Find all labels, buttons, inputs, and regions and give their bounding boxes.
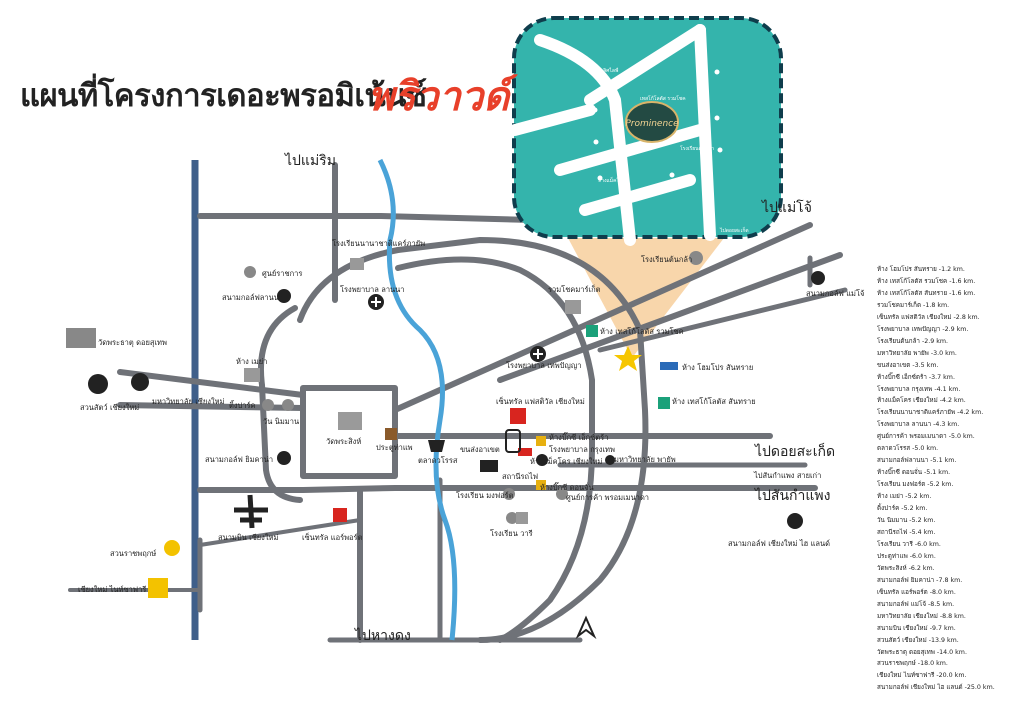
- label-ratchaphruek: สวนราชพฤกษ์: [110, 549, 156, 558]
- label-nimman: วัน นิมมาน: [263, 417, 299, 426]
- label-government-center: ศูนย์ราชการ: [262, 269, 302, 278]
- distance-item: สนามกอล์ฟ เชียงใหม่ ไฮ แลนด์ -25.0 km.: [877, 684, 995, 692]
- label-homepro-sansai: ห้าง โฮมโปร สันทราย: [682, 363, 753, 372]
- inset-logo-text: Prominence: [625, 119, 679, 129]
- ping-river: [377, 158, 458, 641]
- distance-item: เซ็นทรัล แฟสติวัล เชียงใหม่ -2.8 km.: [877, 313, 980, 321]
- distance-item: ห้าง เทสโก้โลตัส รวมโชค -1.6 km.: [877, 277, 976, 285]
- label-airport: สนามบิน เชียงใหม่: [218, 533, 278, 542]
- label-zoo: สวนสัตว์ เชียงใหม่: [80, 403, 139, 412]
- label-central-airport: เซ็นทรัล แอร์พอร์ต: [302, 532, 363, 542]
- distance-item: ประตูท่าแพ -6.0 km.: [877, 552, 936, 560]
- inset-label-tesco: เทสโก้โลตัส รวมโชค: [640, 95, 686, 102]
- distance-item: วัดพระธาตุ ดอยสุเทพ -14.0 km.: [877, 648, 967, 656]
- page-title: แผนที่โครงการเดอะพรอมิเน้นซ์: [20, 78, 427, 113]
- distance-item: สถานีรถไฟ -5.4 km.: [877, 528, 936, 536]
- label-bigc-extra: ห้างบิ๊กซี เอ็กซ์ตร้า: [549, 432, 608, 442]
- dir-north: ไปแม่ริม: [284, 152, 336, 169]
- label-tesco-ruamchok: ห้าง เทสโก้โลตัส รวมโชค: [600, 327, 684, 336]
- label-wat-phra-sing: วัดพระสิงห์: [326, 437, 361, 446]
- label-hospital-bangkok: โรงพยาบาล กรุงเทพ: [549, 445, 615, 454]
- label-hospital-thepanya: โรงพยาบาล เทพปัญญา: [506, 361, 581, 370]
- distance-item: สนามกอล์ฟ แม่โจ้ -8.5 km.: [877, 600, 955, 608]
- label-bigc-donjan: ห้างบิ๊กซี ดอนจั่น: [540, 482, 594, 492]
- distance-item: สวนราชพฤกษ์ -18.0 km.: [877, 660, 948, 668]
- distance-item: ศูนย์การค้า พรอมเมนาดา -5.0 km.: [877, 433, 975, 441]
- dir-east-upper: ไปแม่โจ้: [761, 199, 812, 216]
- label-payap: มหาวิทยาลัย พายัพ: [614, 455, 676, 464]
- landmark-markers: [66, 251, 825, 598]
- label-school-tonkla: โรงเรียนต้นกล้า: [641, 255, 692, 264]
- inset-label-2: โรงเรียนต้นกล้า: [680, 145, 714, 152]
- distance-item: โรงเรียนนานาชาติแคร์ภายัพ -4.2 km.: [877, 409, 984, 417]
- distance-item: สนามกอล์ฟลานนา -5.1 km.: [877, 457, 957, 465]
- distance-item: ขนส่งอาเขต -3.5 km.: [877, 361, 939, 369]
- label-makro: ห้างแม็คโคร เชียงใหม่: [530, 456, 602, 466]
- inset-label-4: บริษัทฮอนด้า: [596, 155, 624, 162]
- label-warorot: ตลาดวโรรส: [418, 456, 458, 465]
- distance-item: ห้างบิ๊กซี เอ็กซ์ตร้า -3.7 km.: [877, 373, 955, 381]
- distance-item: โรงเรียน มงฟอร์ต -5.2 km.: [877, 481, 954, 489]
- label-golf-lanna: สนามกอล์ฟลานนา: [222, 293, 283, 302]
- label-school-care-payap: โรงเรียนนานาชาติแคร์ภายัพ: [332, 239, 425, 248]
- label-tesco-sansai: ห้าง เทสโก้โลตัส สันทราย: [672, 397, 756, 406]
- distance-item: มหาวิทยาลัย เชียงใหม่ -8.8 km.: [877, 612, 966, 620]
- dir-south: ไปหางดง: [354, 627, 411, 644]
- label-hospital-lanna: โรงพยาบาล ลานนา: [340, 285, 405, 294]
- label-central-festival: เซ็นทรัล แฟสติวัล เชียงใหม่: [496, 396, 585, 406]
- distance-item: ติ้งปาร์ค -5.2 km.: [877, 505, 928, 513]
- dir-east-lower: ไปสันกำแพง: [754, 487, 830, 504]
- distance-item: รวมโชคมาร์เก็ต -1.8 km.: [877, 301, 950, 309]
- distance-item: สวนสัตว์ เชียงใหม่ -13.9 km.: [877, 636, 959, 644]
- distance-item: เซ็นทรัล แอร์พอร์ต -8.0 km.: [877, 588, 956, 596]
- distance-item: ห้างบิ๊กซี ดอนจั่น -5.1 km.: [877, 469, 951, 477]
- distance-item: ห้าง เทสโก้โลตัส สันทราย -1.6 km.: [877, 289, 976, 297]
- label-doi-suthep: วัดพระธาตุ ดอยสุเทพ: [98, 338, 167, 347]
- label-bus-terminal: ขนส่งอาเขต: [460, 445, 500, 454]
- label-golf-highlands: สนามกอล์ฟ เชียงใหม่ ไฮ แลนด์: [728, 539, 830, 548]
- distance-item: ตลาดวโรรส -5.0 km.: [877, 445, 939, 453]
- distance-item: วัดพระสิงห์ -6.2 km.: [877, 564, 935, 572]
- distance-item: ห้าง เมย่า -5.2 km.: [877, 493, 932, 501]
- distance-item: โรงเรียนต้นกล้า -2.9 km.: [877, 337, 949, 345]
- label-golf-maejo: สนามกอล์ฟ แม่โจ้: [806, 289, 864, 298]
- label-golf-gymkhana: สนามกอล์ฟ ยิมคาน่า: [205, 455, 273, 464]
- distance-item: โรงพยาบาล กรุงเทพ -4.1 km.: [877, 385, 961, 393]
- distance-item: สนามกอล์ฟ ยิมคาน่า -7.8 km.: [877, 576, 963, 584]
- north-arrow-icon: [575, 615, 597, 640]
- distance-item: ห้าง โฮมโปร สันทราย -1.2 km.: [877, 266, 965, 273]
- inset-label-5: ห้างแม็คโคร: [598, 176, 625, 184]
- inset-prominence-badge: [625, 101, 679, 143]
- dir-east-mid: ไปดอยสะเก็ด: [754, 442, 835, 460]
- distance-item: โรงพยาบาล เทพปัญญา -2.9 km.: [877, 325, 969, 333]
- brand-logo: พริวาวด์: [368, 74, 510, 119]
- label-sankamphaeng-old: ไปสันกำแพง สายเก่า: [753, 471, 821, 480]
- inset-label-1: บ้านเลิศไลฟ์: [592, 67, 619, 74]
- distance-item: เชียงใหม่ ไนท์ซาฟารี -20.0 km.: [877, 672, 967, 680]
- distance-item: โรงเรียน วารี -6.0 km.: [877, 540, 941, 548]
- label-tha-phae: ประตูท่าแพ: [376, 443, 413, 452]
- label-montfort: โรงเรียน มงฟอร์ต: [456, 491, 514, 500]
- distance-item: วัน นิมมาน -5.2 km.: [877, 517, 936, 525]
- label-ruamchok-market: รวมโชคมาร์เก็ต: [548, 284, 601, 294]
- inset-label-3: ไปดอยสะเก็ด: [719, 226, 749, 234]
- distance-item: สนามบิน เชียงใหม่ -9.7 km.: [877, 624, 956, 632]
- inset-map: Prominence เทสโก้โลตัส รวมโชค บ้านเลิศไล…: [509, 16, 783, 246]
- label-promenada: ศูนย์การค้า พรอมเมนาดา: [566, 493, 649, 502]
- distance-item: โรงพยาบาล ลานนา -4.3 km.: [877, 421, 960, 429]
- distance-list: ห้าง โฮมโปร สันทราย -1.2 km. ห้าง เทสโก้…: [877, 264, 1017, 694]
- label-night-safari: เชียงใหม่ ไนท์ซาฟารี: [78, 585, 146, 594]
- label-varee: โรงเรียน วารี: [490, 529, 533, 538]
- distance-item: มหาวิทยาลัย พายัพ -3.0 km.: [877, 349, 957, 357]
- label-train-station: สถานีรถไฟ: [502, 472, 538, 481]
- label-think-park: ติ้งปาร์ค: [229, 400, 256, 410]
- label-maya: ห้าง เมย่า: [236, 357, 267, 366]
- project-location-star-icon: [614, 346, 642, 371]
- distance-item: ห้างแม็คโคร เชียงใหม่ -4.2 km.: [877, 397, 966, 405]
- label-cmu: มหาวิทยาลัย เชียงใหม่: [152, 397, 225, 406]
